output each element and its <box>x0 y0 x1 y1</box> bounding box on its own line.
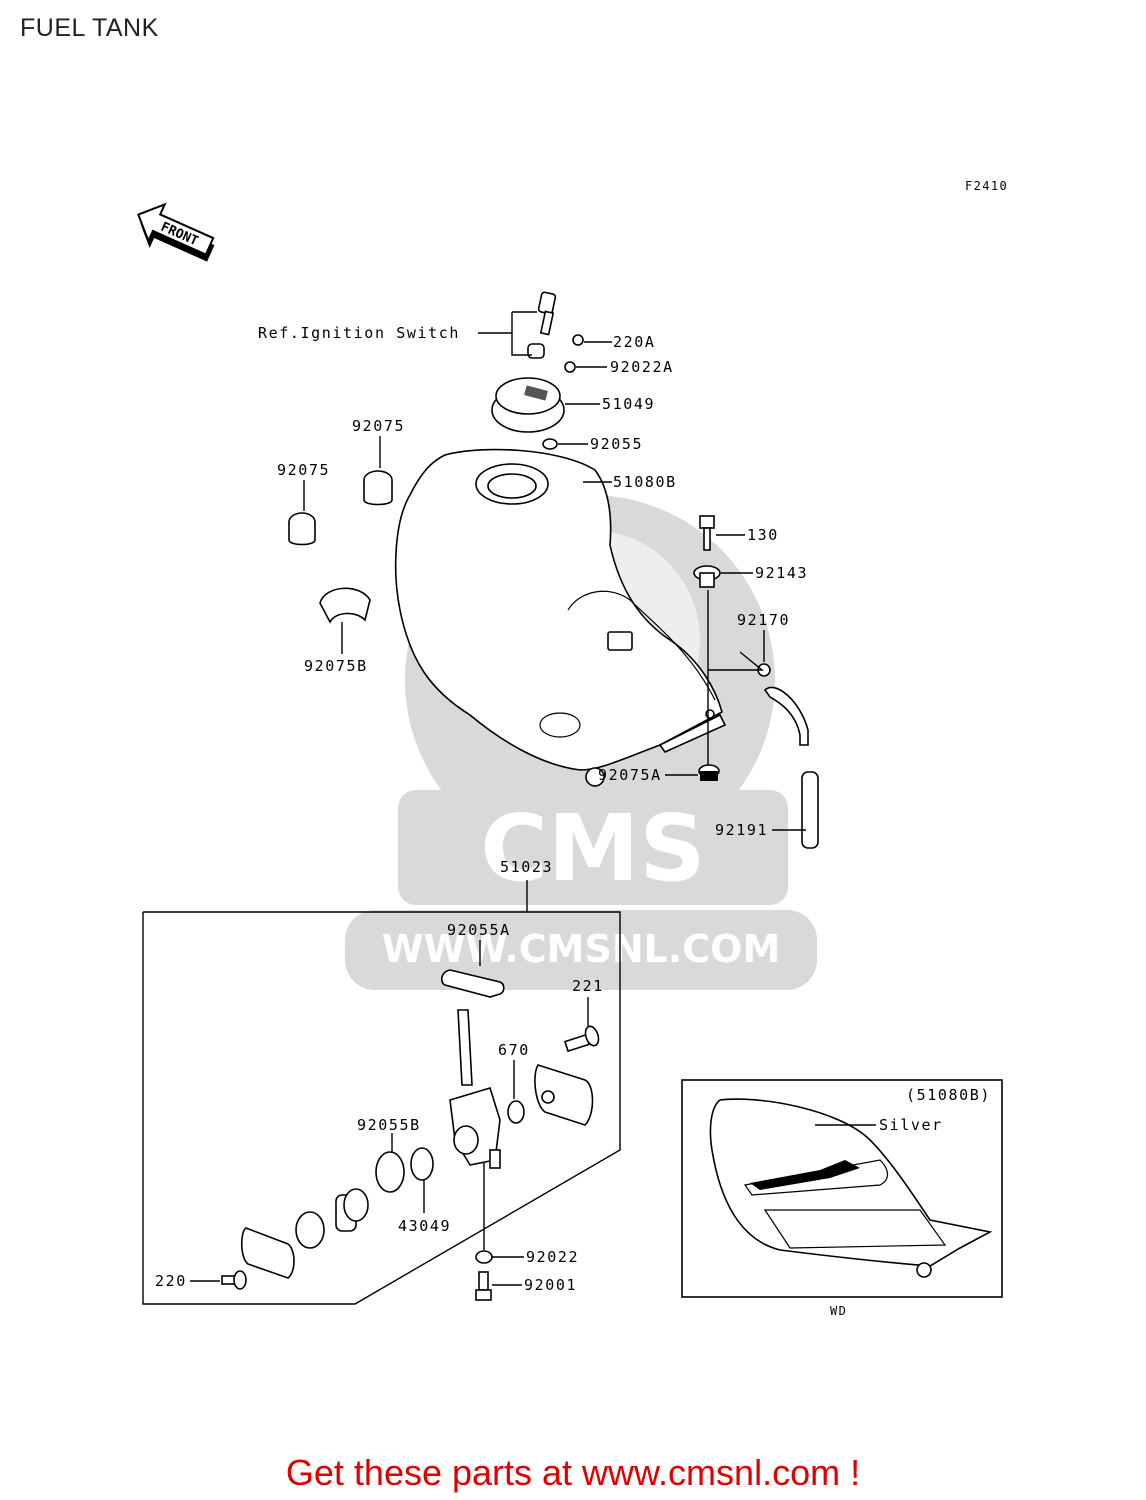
part-92075b: 92075B <box>304 657 368 675</box>
fuel-cap-icon <box>491 377 565 433</box>
cock-lever-icon <box>335 1188 369 1232</box>
part-43049: 43049 <box>398 1217 451 1235</box>
promo-link[interactable]: Get these parts at www.cmsnl.com ! <box>285 1452 861 1493</box>
watermark-url: WWW.CMSNL.COM <box>382 927 781 971</box>
part-51080b: 51080B <box>613 473 677 491</box>
part-92075-upper: 92075 <box>352 417 405 435</box>
figure-code: F2410 <box>965 179 1008 193</box>
bolt-130-icon <box>699 515 715 551</box>
cock-seal-icon <box>295 1211 325 1249</box>
part-92055: 92055 <box>590 435 643 453</box>
inset-title: (51080B) <box>906 1086 991 1104</box>
watermark-cms-badge <box>398 790 788 905</box>
hose-92191-icon <box>763 686 819 849</box>
fuel-tank-icon <box>394 448 727 787</box>
part-221: 221 <box>572 977 604 995</box>
part-130: 130 <box>747 526 779 544</box>
part-51049: 51049 <box>602 395 655 413</box>
watermark-url-badge <box>345 910 817 990</box>
o-ring-670-icon <box>507 1100 525 1124</box>
ref-ignition-switch-label: Ref.Ignition Switch <box>258 324 460 342</box>
damper-92075b-icon <box>319 587 371 624</box>
gasket-92055a-icon <box>440 969 505 998</box>
cock-plate-icon <box>240 1227 295 1279</box>
screw-221-icon <box>563 1025 600 1053</box>
o-ring-92055b-icon <box>375 1151 405 1193</box>
washer-92022a-icon <box>564 361 576 373</box>
inset-color-label: Silver <box>879 1116 943 1134</box>
collar-92143-icon <box>693 565 721 588</box>
part-92055b: 92055B <box>357 1116 421 1134</box>
part-92191: 92191 <box>715 821 768 839</box>
part-51023: 51023 <box>500 858 553 876</box>
fuel-cock-body-icon <box>449 1009 501 1169</box>
o-ring-92055-icon <box>542 438 558 450</box>
page-title: FUEL TANK <box>20 14 159 42</box>
screw-220a-icon <box>572 334 584 346</box>
part-220: 220 <box>155 1272 187 1290</box>
fuel-cock-assembly-box <box>142 911 621 1305</box>
gasket-43049-icon <box>410 1147 434 1181</box>
damper-92075-upper-icon <box>363 470 393 506</box>
bolt-92001-icon <box>475 1271 492 1301</box>
part-92022: 92022 <box>526 1248 579 1266</box>
screw-220-icon <box>221 1270 247 1290</box>
part-92055a: 92055A <box>447 921 511 939</box>
ref-ignition-bracket <box>511 312 532 356</box>
part-92143: 92143 <box>755 564 808 582</box>
grommet-92075a-icon <box>698 764 720 781</box>
inset-caption: WD <box>830 1304 847 1318</box>
damper-92075-left-icon <box>288 512 316 546</box>
part-92075a: 92075A <box>598 766 662 784</box>
watermark-brand: CMS <box>480 795 705 902</box>
part-92075-left: 92075 <box>277 461 330 479</box>
ignition-key-icon <box>527 291 557 359</box>
part-220a: 220A <box>613 333 656 351</box>
part-670: 670 <box>498 1041 530 1059</box>
part-92001: 92001 <box>524 1276 577 1294</box>
part-92022a: 92022A <box>610 358 674 376</box>
washer-92022-icon <box>475 1250 493 1264</box>
part-92170: 92170 <box>737 611 790 629</box>
cock-cover-plate-icon <box>534 1064 594 1126</box>
front-arrow-icon: FRONT <box>136 202 215 262</box>
